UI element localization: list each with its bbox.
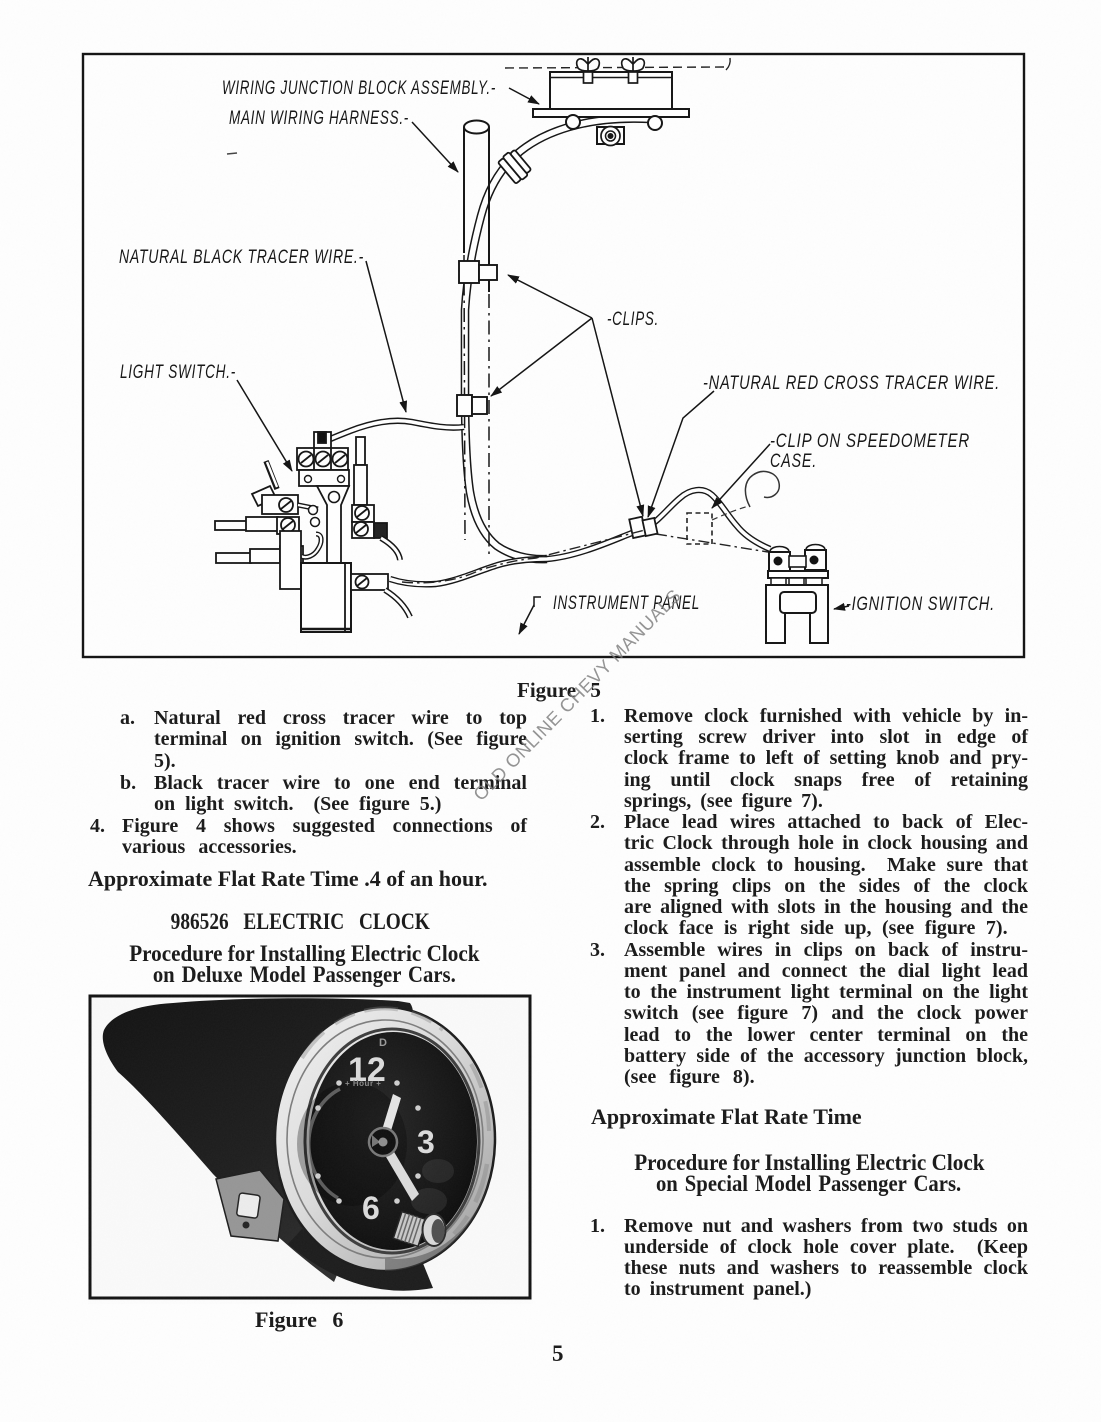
svg-text:-IGNITION SWITCH.: -IGNITION SWITCH.: [846, 594, 995, 615]
svg-text:-CLIP ON SPEEDOMETER: -CLIP ON SPEEDOMETER: [770, 431, 970, 452]
svg-text:WIRING JUNCTION BLOCK ASSEMBLY: WIRING JUNCTION BLOCK ASSEMBLY.-: [222, 78, 496, 99]
svg-text:LIGHT SWITCH.-: LIGHT SWITCH.-: [120, 362, 236, 383]
svg-text:CASE.: CASE.: [770, 451, 817, 472]
svg-text:MAIN WIRING HARNESS.-: MAIN WIRING HARNESS.-: [229, 108, 409, 129]
svg-text:-NATURAL RED CROSS TRACER WIRE: -NATURAL RED CROSS TRACER WIRE.: [703, 373, 1000, 394]
svg-text:NATURAL BLACK TRACER WIRE.-: NATURAL BLACK TRACER WIRE.-: [119, 247, 364, 268]
svg-text:-CLIPS.: -CLIPS.: [607, 309, 659, 330]
